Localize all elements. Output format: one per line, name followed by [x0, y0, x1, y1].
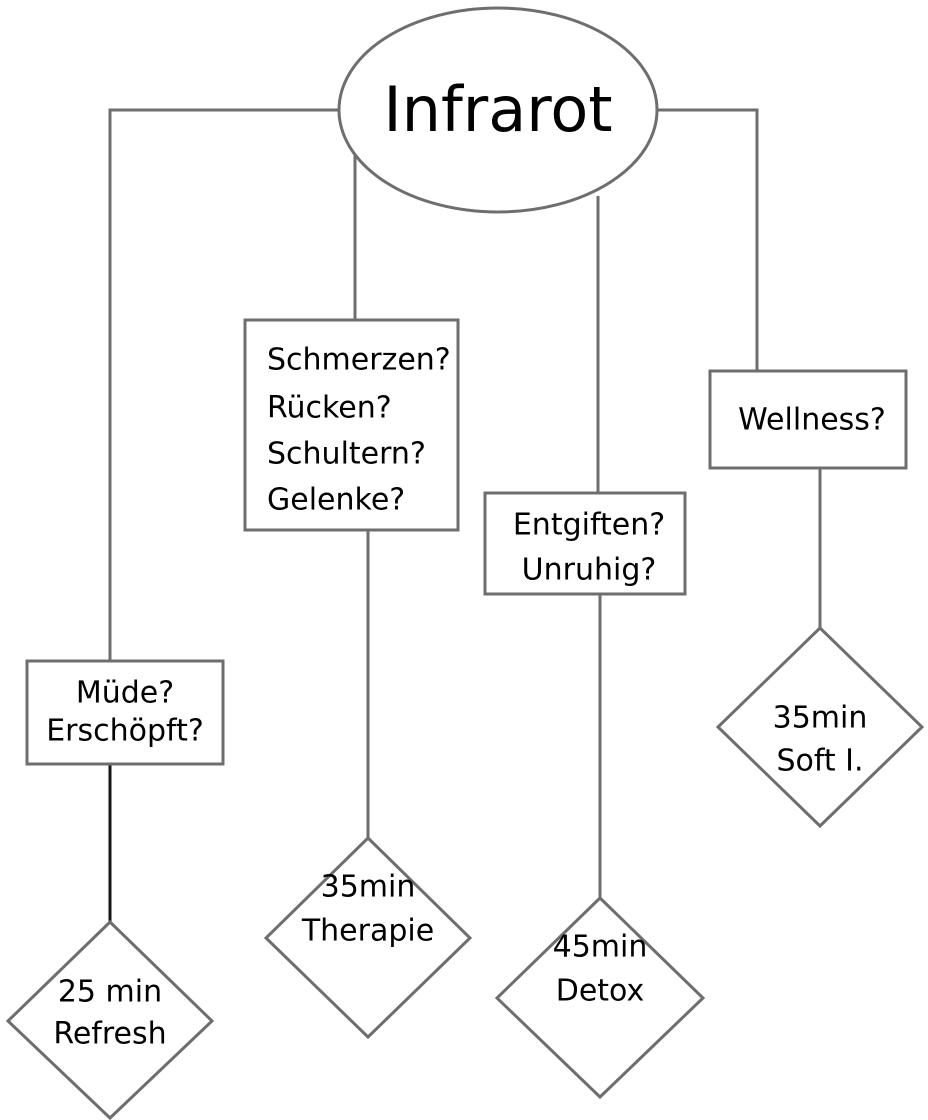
schmerzen-label-line1: Schmerzen? [267, 343, 451, 378]
node-outcome-therapie[interactable]: 35min Therapie [263, 835, 473, 1040]
detox-label-line2: Detox [556, 974, 645, 1009]
node-outcome-refresh[interactable]: 25 min Refresh [5, 919, 215, 1120]
root-ellipse-shape [337, 6, 659, 214]
node-condition-wellness[interactable]: Wellness? [708, 369, 908, 470]
wellness-label-line1: Wellness? [738, 403, 886, 438]
edge-root-to-muede [108, 108, 339, 661]
schmerzen-label-line4: Gelenke? [267, 483, 405, 518]
node-condition-muede[interactable]: Müde? Erschöpft? [25, 659, 225, 766]
root-label: Infrarot [383, 73, 612, 146]
node-outcome-detox[interactable]: 45min Detox [494, 895, 706, 1100]
refresh-label-line2: Refresh [53, 1017, 166, 1052]
detox-label-line1: 45min [553, 930, 648, 965]
therapie-label-line1: 35min [321, 870, 416, 905]
node-condition-schmerzen[interactable]: Schmerzen? Rücken? Schultern? Gelenke? [243, 318, 460, 532]
refresh-label-line1: 25 min [58, 975, 162, 1010]
muede-box-shape [25, 659, 225, 766]
schmerzen-label-line3: Schultern? [267, 437, 426, 472]
therapie-label-line2: Therapie [301, 914, 434, 949]
refresh-diamond-shape [5, 919, 215, 1120]
node-outcome-soft[interactable]: 35min Soft I. [715, 625, 925, 829]
soft-diamond-shape [715, 625, 925, 829]
edges-group [108, 108, 822, 922]
detox-diamond-shape [494, 895, 706, 1100]
entgiften-label-line1: Entgiften? [513, 508, 665, 543]
wellness-box-shape [708, 369, 908, 470]
soft-label-line1: 35min [773, 701, 868, 736]
muede-label-line1: Müde? [76, 676, 174, 711]
muede-label-line2: Erschöpft? [46, 714, 204, 749]
entgiften-box-shape [483, 491, 687, 596]
soft-label-line2: Soft I. [776, 744, 863, 779]
entgiften-label-line2: Unruhig? [522, 553, 657, 588]
node-root-infrarot[interactable]: Infrarot [337, 6, 659, 214]
schmerzen-label-line2: Rücken? [267, 391, 392, 426]
node-condition-entgiften[interactable]: Entgiften? Unruhig? [483, 491, 687, 596]
schmerzen-box-shape [243, 318, 460, 532]
therapie-diamond-shape [263, 835, 473, 1040]
edge-root-to-wellness [657, 108, 759, 371]
